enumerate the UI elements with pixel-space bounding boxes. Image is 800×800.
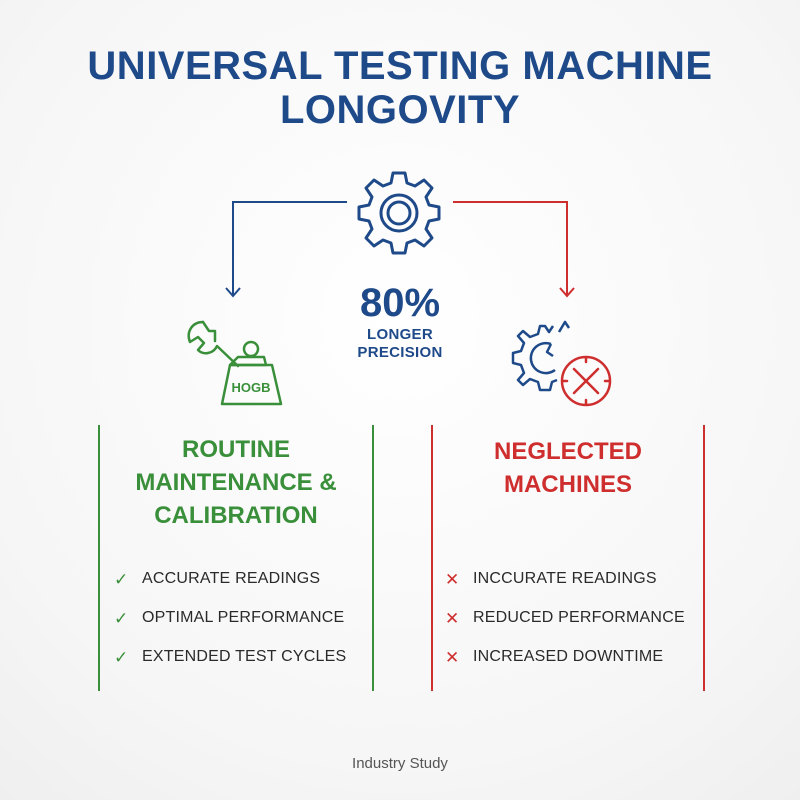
stat-value: 80% [359,281,441,325]
maintenance-title-line: ROUTINE [182,436,290,463]
clock-x-icon [560,355,612,407]
list-item-text: ACCURATE READINGS [142,570,321,587]
precision-stat: 80% LONGER PRECISION [300,280,500,362]
gear-icon [357,171,441,255]
right-connector-arrow [453,201,575,298]
stat-label-line-1: LONGER [367,326,433,343]
list-item: ✕ REDUCED PERFORMANCE [433,609,703,648]
list-item: ✕ INCCURATE READINGS [433,570,703,609]
stat-label-line-2: PRECISION [357,344,443,361]
benefits-list: ✓ ACCURATE READINGS ✓ OPTIMAL PERFORMANC… [100,570,372,687]
list-item-text: REDUCED PERFORMANCE [473,609,685,626]
maintenance-panel: ROUTINE MAINTENANCE & CALIBRATION ✓ ACCU… [98,425,374,691]
list-item-text: INCREASED DOWNTIME [473,648,664,665]
neglected-title-line: NEGLECTED [493,438,642,465]
drawbacks-list: ✕ INCCURATE READINGS ✕ REDUCED PERFORMAN… [433,570,703,687]
weight-icon [220,340,283,406]
list-item-text: EXTENDED TEST CYCLES [142,648,347,665]
maintenance-title: ROUTINE MAINTENANCE & CALIBRATION [100,433,372,532]
check-icon: ✓ [114,609,129,628]
list-item: ✓ OPTIMAL PERFORMANCE [100,609,372,648]
left-connector-arrow [225,201,347,298]
neglected-panel: NEGLECTED MACHINES ✕ INCCURATE READINGS … [431,425,705,691]
check-icon: ✓ [114,570,129,589]
title-line-1: UNIVERSAL TESTING MACHINE [87,44,713,88]
source-footer: Industry Study [352,755,448,772]
x-icon: ✕ [445,570,460,589]
list-item-text: INCCURATE READINGS [473,570,657,587]
list-item: ✓ EXTENDED TEST CYCLES [100,648,372,687]
x-icon: ✕ [445,609,460,628]
maintenance-title-line: CALIBRATION [154,502,318,529]
wrench-icon [187,320,240,368]
list-item: ✕ INCREASED DOWNTIME [433,648,703,687]
broken-gear-icon [511,320,571,392]
neglected-title-line: MACHINES [503,471,632,498]
x-icon: ✕ [445,648,460,667]
page-title: UNIVERSAL TESTING MACHINE LONGOVITY [0,44,800,132]
weight-label: HOGB [232,380,271,395]
check-icon: ✓ [114,648,129,667]
maintenance-title-line: MAINTENANCE & [135,469,337,496]
list-item: ✓ ACCURATE READINGS [100,570,372,609]
title-line-2: LONGOVITY [279,88,521,132]
list-item-text: OPTIMAL PERFORMANCE [142,609,345,626]
neglected-title: NEGLECTED MACHINES [433,435,703,501]
